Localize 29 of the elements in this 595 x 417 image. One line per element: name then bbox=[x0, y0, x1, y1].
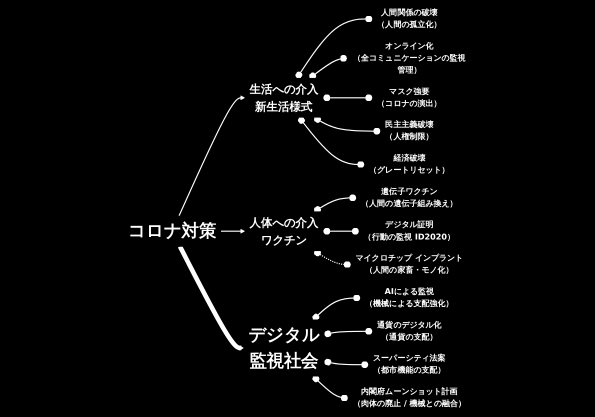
connector bbox=[324, 328, 373, 338]
node-text: マスク強要 （コロナの演出） bbox=[377, 86, 442, 108]
node-text: スーパーシティ法案 （都市機能の支配） bbox=[373, 354, 446, 376]
arrow bbox=[178, 95, 246, 216]
connector bbox=[323, 228, 360, 235]
node-text: マイクロチップ インプラント （人間の家畜・モノ化） bbox=[356, 254, 464, 275]
connector bbox=[314, 194, 356, 214]
arrow bbox=[220, 228, 246, 234]
connector bbox=[324, 358, 369, 368]
connector bbox=[298, 116, 364, 168]
node-text: 人間関係の破壊 （人間の孤立化） bbox=[377, 8, 442, 30]
node-text: デジタル証明 （行動の監視 ID2020） bbox=[364, 220, 456, 242]
node-text: AIによる監視 （機械による支配強化） bbox=[365, 287, 454, 308]
node-text: 通貨のデジタル化 （通貨の支配） bbox=[377, 320, 442, 342]
node-text: コロナ対策 bbox=[128, 221, 216, 242]
node-text: 経済破壊 （グレートリセット） bbox=[369, 154, 450, 175]
node-text: 民主主義破壊 （人権制限） bbox=[385, 120, 434, 142]
connector bbox=[312, 375, 348, 402]
arrow bbox=[178, 245, 244, 350]
node-text: デジタル 監視社会 bbox=[248, 324, 320, 371]
connector bbox=[314, 116, 381, 135]
connector bbox=[295, 16, 373, 79]
connector bbox=[314, 249, 352, 268]
connector bbox=[312, 294, 360, 321]
node-text: 遺伝子ワクチン （人間の遺伝子組み換え） bbox=[361, 186, 458, 208]
connector bbox=[309, 54, 348, 80]
node-text: オンライン化 （全コミュニケーションの監視管理） bbox=[353, 41, 466, 75]
node-text: 内閣府ムーンショット計画 （肉体の廃止 / 機械との融合） bbox=[352, 387, 466, 408]
connector bbox=[323, 94, 373, 102]
